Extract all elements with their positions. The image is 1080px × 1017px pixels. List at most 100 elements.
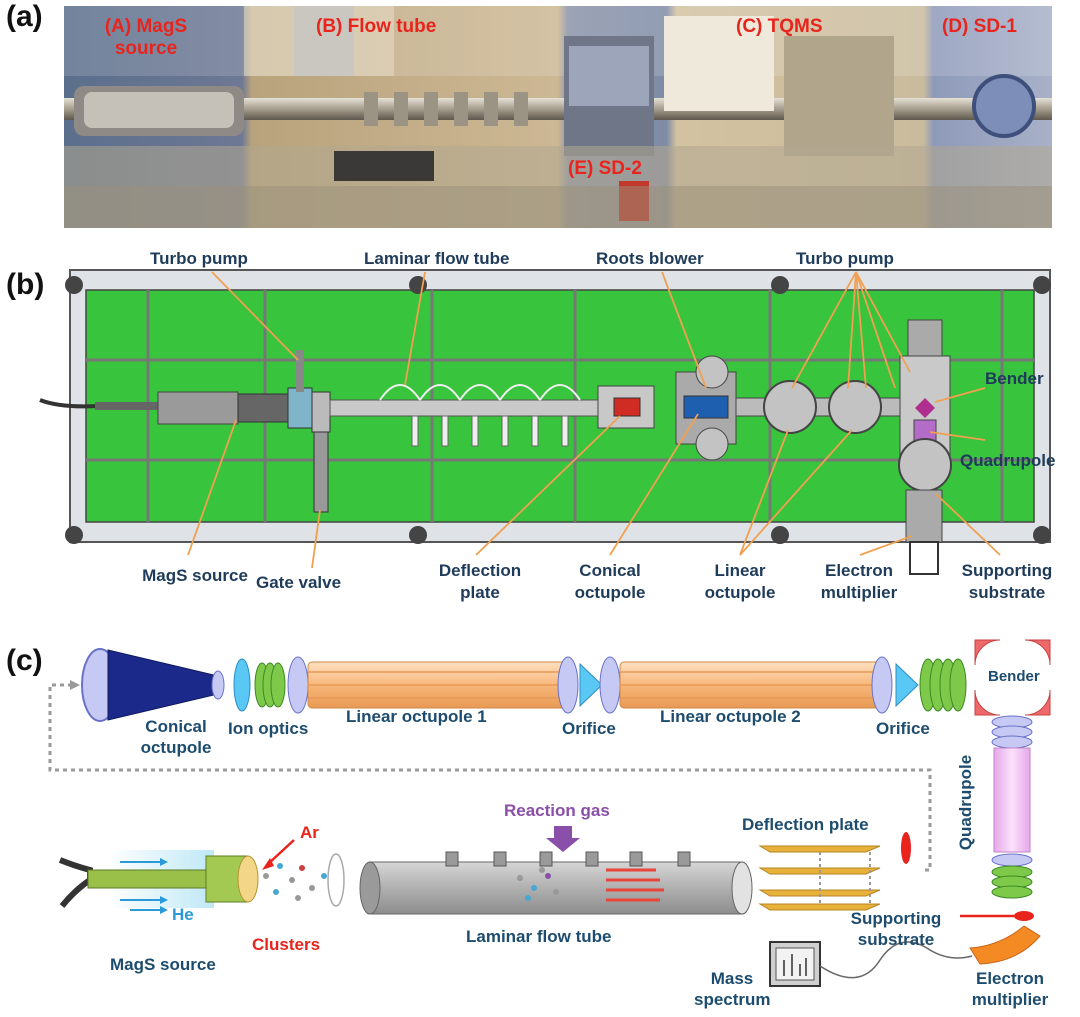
gate-valve-actuator: [313, 431, 329, 513]
label-c-he: He: [172, 905, 194, 924]
label-b-mags-source: MagS source: [142, 566, 248, 585]
lens-before-octupole-2: [599, 656, 621, 714]
ar-arrow: [267, 839, 295, 865]
deflection-plates: [758, 845, 881, 911]
green-base-plate: [85, 289, 1035, 523]
label-c-mass-spectrum: Mass spectrum: [694, 969, 771, 1009]
mags-source-head: [205, 855, 249, 903]
ion-optics-rings: [254, 662, 286, 708]
clusters-dots: [263, 863, 327, 901]
orifice-1-lens: [557, 656, 579, 714]
ar-arrowhead: [262, 858, 274, 870]
detector-stand: [905, 489, 943, 543]
beam-path-arrowhead: [70, 680, 80, 690]
label-c-reaction-gas: Reaction gas: [504, 801, 610, 820]
label-c-electron-multiplier: Electron multiplier: [971, 969, 1049, 1009]
source-cable: [39, 398, 101, 409]
label-b-bender: Bender: [985, 369, 1044, 388]
electron-multiplier: [969, 925, 1041, 965]
frame-rails: [86, 290, 1034, 522]
turbo-pump-stem: [296, 350, 304, 392]
laminar-flow-tube: [369, 861, 743, 915]
photo-label-sd-2: (E) SD-2: [568, 158, 642, 179]
electron-multiplier-box: [909, 541, 939, 575]
mass-spectrum-peaks: [783, 954, 807, 976]
photo-label-flow-tube: (B) Flow tube: [316, 16, 437, 37]
lens-before-octupole-1: [287, 656, 309, 714]
deflection-plate-window: [613, 397, 641, 417]
source-turbo-pump: [287, 387, 313, 429]
flow-tube-loops: [379, 384, 581, 401]
mass-spectrum-monitor: [769, 941, 821, 987]
bender-chamber: [899, 355, 951, 467]
mags-source-he-gas: [108, 850, 214, 908]
clusters-exit-aperture: [327, 853, 345, 907]
turbo-pump-4: [695, 427, 729, 461]
photo-illustration: [64, 6, 1052, 228]
quadrupole-rods: [913, 419, 937, 481]
label-c-linear-octupole-2: Linear octupole 2: [660, 707, 801, 726]
flow-tube-ports: [411, 415, 569, 447]
label-c-laminar-flow-tube: Laminar flow tube: [466, 927, 612, 946]
label-b-supporting-substrate: Supporting substrate: [961, 561, 1053, 602]
photo-label-sd-1: (D) SD-1: [942, 16, 1017, 37]
mags-target: [237, 855, 259, 903]
deflection-chamber: [597, 385, 655, 429]
deflection-plate-frame: [819, 852, 871, 904]
panel-b-leader-lines: [187, 271, 1001, 569]
bender-core: [915, 398, 935, 418]
label-c-supporting-substrate: Supporting substrate: [850, 909, 942, 949]
frame-feet: [65, 276, 1051, 544]
reaction-gas-arrow: [546, 826, 580, 852]
panel-b-letter: (b): [6, 268, 45, 301]
orifice-2-cone: [895, 662, 919, 708]
label-c-linear-octupole-1: Linear octupole 1: [346, 707, 487, 726]
gate-valve-body: [311, 391, 331, 433]
label-c-quadrupole: Quadrupole: [956, 754, 976, 851]
label-c-mags-source: MagS source: [110, 955, 216, 974]
label-b-conical-octupole: Conical octupole: [574, 561, 646, 602]
flow-tube-ports: [445, 851, 691, 867]
label-c-conical-octupole: Conical octupole: [140, 717, 212, 757]
photo-label-tqms: (C) TQMS: [736, 16, 823, 37]
label-b-turbo-pump-left: Turbo pump: [150, 249, 248, 268]
label-b-gate-valve: Gate valve: [256, 573, 342, 592]
label-c-deflection-plate: Deflection plate: [742, 815, 869, 834]
frame-outer: [69, 269, 1051, 543]
he-flow-arrows: [120, 861, 160, 911]
conical-octupole-exit: [211, 670, 225, 700]
quadrupole-turbo: [898, 438, 952, 492]
substrate-tip: [1014, 911, 1034, 921]
orifice-2-rings: [919, 658, 967, 712]
linear-octupole-1: [307, 661, 571, 709]
mags-source-rod: [87, 869, 209, 889]
turbo-pump-3: [695, 355, 729, 389]
orifice-2-lens: [871, 656, 893, 714]
label-b-linear-octupole: Linear octupole: [704, 561, 776, 602]
apparatus-photo: (A) MagS source (B) Flow tube (C) TQMS (…: [64, 6, 1052, 228]
octupole-2-rods: [620, 671, 882, 699]
photo-label-mags-source: (A) MagS source: [104, 16, 188, 59]
flow-tube-right-end: [731, 861, 753, 915]
label-c-clusters: Clusters: [252, 935, 321, 954]
quadrupole-rods: [993, 747, 1031, 853]
turbo-pump-2: [828, 380, 882, 434]
label-b-quadrupole: Quadrupole: [960, 451, 1056, 470]
linear-octupole-tube: [735, 397, 907, 417]
he-arrowheads: [160, 858, 168, 914]
orifice-1-cone: [579, 662, 603, 708]
quadrupole-exit-lens: [991, 853, 1033, 867]
panel-c-letter: (c): [6, 644, 43, 677]
source-rod: [95, 402, 165, 410]
label-b-turbo-pump-right: Turbo pump: [796, 249, 894, 268]
octupole-1-rods: [308, 671, 570, 699]
flow-tube-clusters: [517, 867, 559, 901]
conical-octupole: [107, 649, 219, 721]
mass-spectrum-screen: [775, 947, 815, 981]
mags-source-body: [157, 391, 239, 425]
label-b-roots-blower: Roots blower: [596, 249, 704, 268]
linear-octupole-2: [619, 661, 883, 709]
roots-blower-chamber: [675, 371, 737, 445]
quadrupole-exit-rings: [991, 865, 1033, 899]
mags-source-head: [237, 393, 299, 423]
